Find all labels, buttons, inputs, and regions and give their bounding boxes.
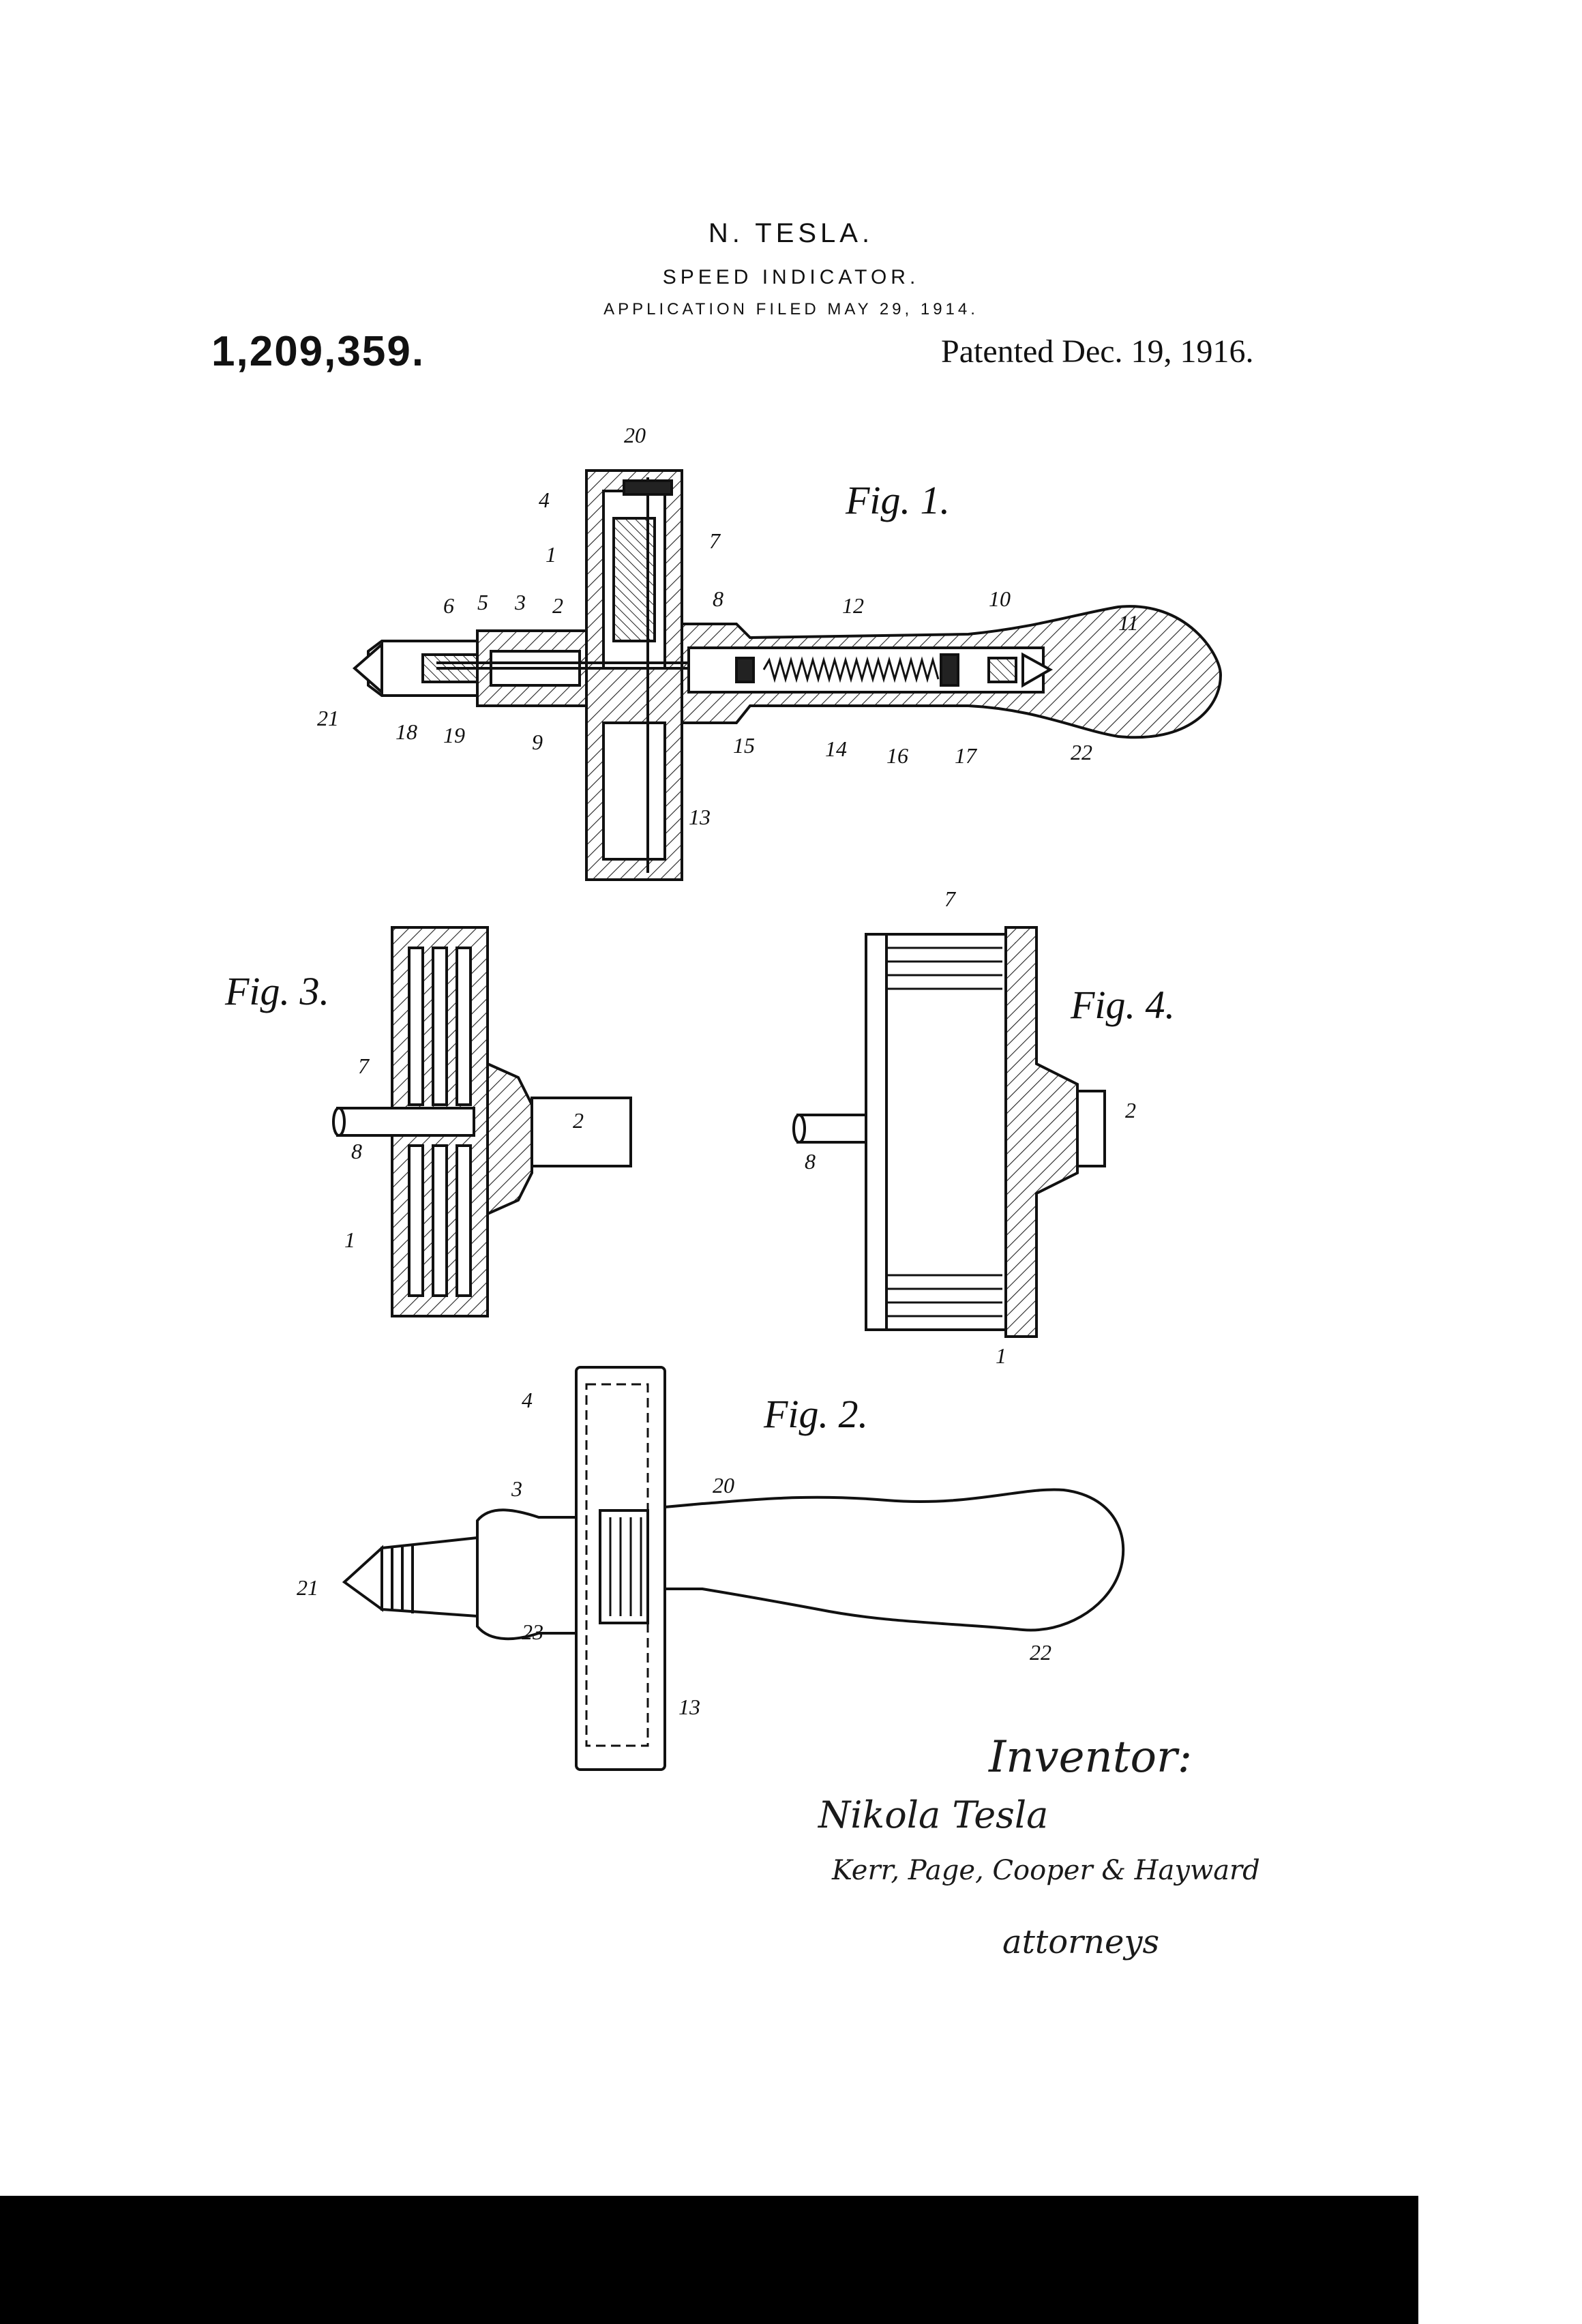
ref-numeral: 3 [511,1476,522,1501]
inventor-heading: Inventor: [989,1732,1193,1783]
fig2-caption: Fig. 2. [764,1392,869,1436]
figure-2-drawing [342,1366,1125,1771]
ref-numeral: 7 [358,1054,369,1078]
ref-numeral: 23 [522,1620,543,1644]
ref-numeral: 20 [624,423,646,447]
fig3-caption: Fig. 3. [225,969,330,1013]
ref-numeral: 3 [515,590,526,614]
ref-numeral: 21 [297,1575,318,1600]
ref-numeral: 21 [317,706,339,730]
ref-numeral: 11 [1118,610,1139,635]
patent-title: SPEED INDICATOR. [662,266,920,288]
ref-numeral: 7 [709,528,720,553]
patent-date: Patented Dec. 19, 1916. [941,333,1254,370]
ref-numeral: 15 [733,733,755,758]
ref-numeral: 13 [689,805,711,829]
attorney-signature: Kerr, Page, Cooper & Hayward [832,1855,1260,1886]
ref-numeral: 13 [678,1695,700,1719]
ref-numeral: 16 [886,743,908,768]
ref-numeral: 4 [522,1388,533,1412]
ref-numeral: 2 [1125,1098,1136,1122]
attorney-role: attorneys [1002,1923,1160,1961]
inventor-name: N. TESLA. [708,218,874,248]
figure-4-drawing [792,926,1106,1338]
scan-footer-bar [0,2196,1418,2324]
ref-numeral: 1 [996,1343,1006,1368]
signature-block: Inventor: Nikola Tesla Kerr, Page, Coope… [818,1732,1296,1991]
fig4-caption: Fig. 4. [1071,983,1176,1027]
ref-numeral: 10 [989,586,1011,611]
ref-numeral: 7 [944,887,955,911]
ref-numeral: 5 [477,590,488,614]
ref-numeral: 9 [532,730,543,754]
ref-numeral: 19 [443,723,465,747]
application-filed: APPLICATION FILED MAY 29, 1914. [603,300,979,318]
ref-numeral: 1 [546,542,556,567]
ref-numeral: 2 [552,593,563,618]
ref-numeral: 17 [955,743,976,768]
ref-numeral: 2 [573,1108,584,1133]
fig1-caption: Fig. 1. [846,478,951,522]
ref-numeral: 22 [1071,740,1092,764]
figure-1-drawing [352,469,1223,881]
ref-numeral: 20 [713,1473,734,1498]
ref-numeral: 1 [344,1227,355,1252]
ref-numeral: 8 [805,1149,816,1174]
ref-numeral: 4 [539,488,550,512]
ref-numeral: 8 [713,586,723,611]
ref-numeral: 18 [395,719,417,744]
patent-number: 1,209,359. [211,328,426,375]
ref-numeral: 14 [825,736,847,761]
ref-numeral: 6 [443,593,454,618]
figure-3-drawing [332,926,632,1317]
inventor-signature: Nikola Tesla [818,1793,1049,1836]
ref-numeral: 12 [842,593,864,618]
ref-numeral: 8 [351,1139,362,1163]
ref-numeral: 22 [1030,1640,1051,1665]
